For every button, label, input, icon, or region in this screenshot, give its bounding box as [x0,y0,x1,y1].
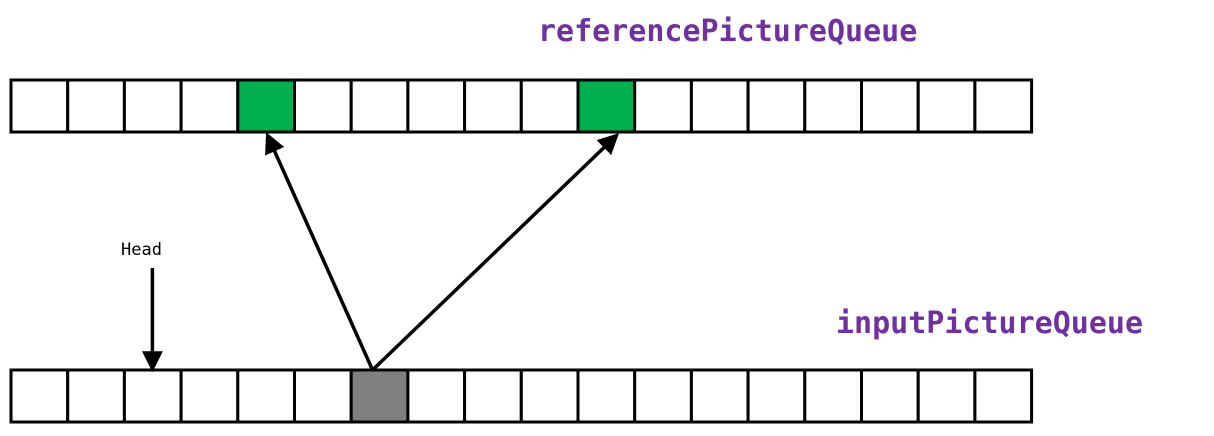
reference-queue-cell-8 [463,78,523,134]
reference-queue-cell-17 [973,78,1034,134]
reference-arrow-0 [265,132,375,371]
reference-queue-cell-12 [689,78,750,134]
reference-queue-cell-11 [633,78,693,134]
reference-queue-cell-13 [746,78,807,134]
reference-queue [9,78,1034,134]
reference-queue-cell-6 [349,78,410,134]
input-queue [9,368,1034,424]
input-queue-cell-10 [576,368,637,424]
input-queue-cell-15 [860,368,920,424]
input-queue-cell-14 [803,368,863,424]
reference-queue-cell-9 [519,78,580,134]
input-queue-cell-0 [9,368,70,424]
input-queue-cell-12 [689,368,750,424]
reference-queue-cell-10 [576,78,637,134]
input-queue-label: inputPictureQueue [836,306,1144,341]
reference-arrow-1 [371,133,620,372]
input-queue-cell-5 [293,368,353,424]
input-queue-cell-3 [179,368,240,424]
input-queue-cell-13 [746,368,807,424]
reference-queue-cell-3 [179,78,240,134]
reference-queue-cell-0 [9,78,70,134]
reference-queue-cell-5 [293,78,353,134]
input-queue-cell-11 [633,368,693,424]
reference-arrows [141,132,620,373]
input-queue-cell-4 [236,368,297,424]
head-pointer-label: Head [121,240,162,260]
reference-queue-label: referencePictureQueue [538,14,918,49]
reference-queue-cell-2 [122,78,183,134]
reference-queue-cell-14 [803,78,863,134]
input-queue-cell-16 [916,368,977,424]
input-queue-cell-2 [122,368,183,424]
reference-queue-cell-16 [916,78,977,134]
reference-queue-cell-1 [66,78,126,134]
reference-queue-cell-7 [406,78,467,134]
input-queue-cell-7 [406,368,467,424]
input-queue-cell-17 [973,368,1034,424]
reference-queue-cell-4 [236,78,297,134]
input-queue-cell-9 [519,368,580,424]
input-queue-cell-6 [349,368,410,424]
input-queue-cell-1 [66,368,126,424]
reference-queue-cell-15 [860,78,920,134]
input-queue-cell-8 [463,368,523,424]
